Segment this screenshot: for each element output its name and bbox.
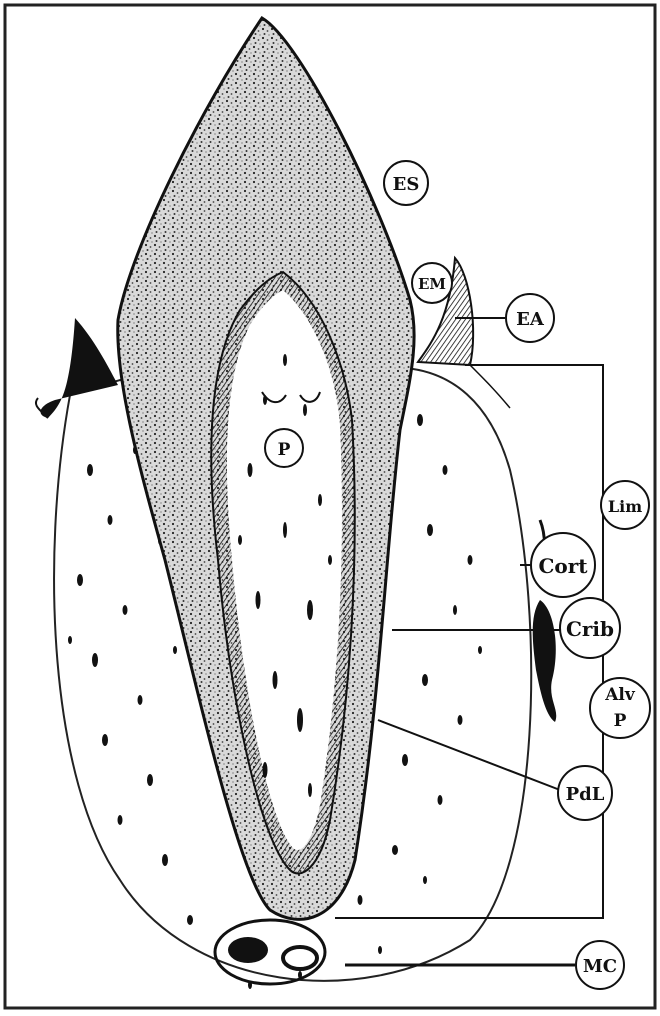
label-lim: Lim [608,497,642,516]
gingiva-right-edge [470,365,510,408]
label-ea: EA [516,309,545,330]
label-es: ES [393,174,420,195]
label-crib: Crib [566,617,614,641]
label-p: P [278,440,291,460]
canal-vessel [228,937,268,963]
label-pdl: PdL [566,784,605,805]
label-alv: Alv [604,685,636,705]
label-em: EM [418,275,446,293]
label-alv-p: P [614,711,627,731]
label-mc: MC [583,956,617,977]
cortical-plate-fragment [533,600,557,722]
label-cort: Cort [538,554,588,578]
